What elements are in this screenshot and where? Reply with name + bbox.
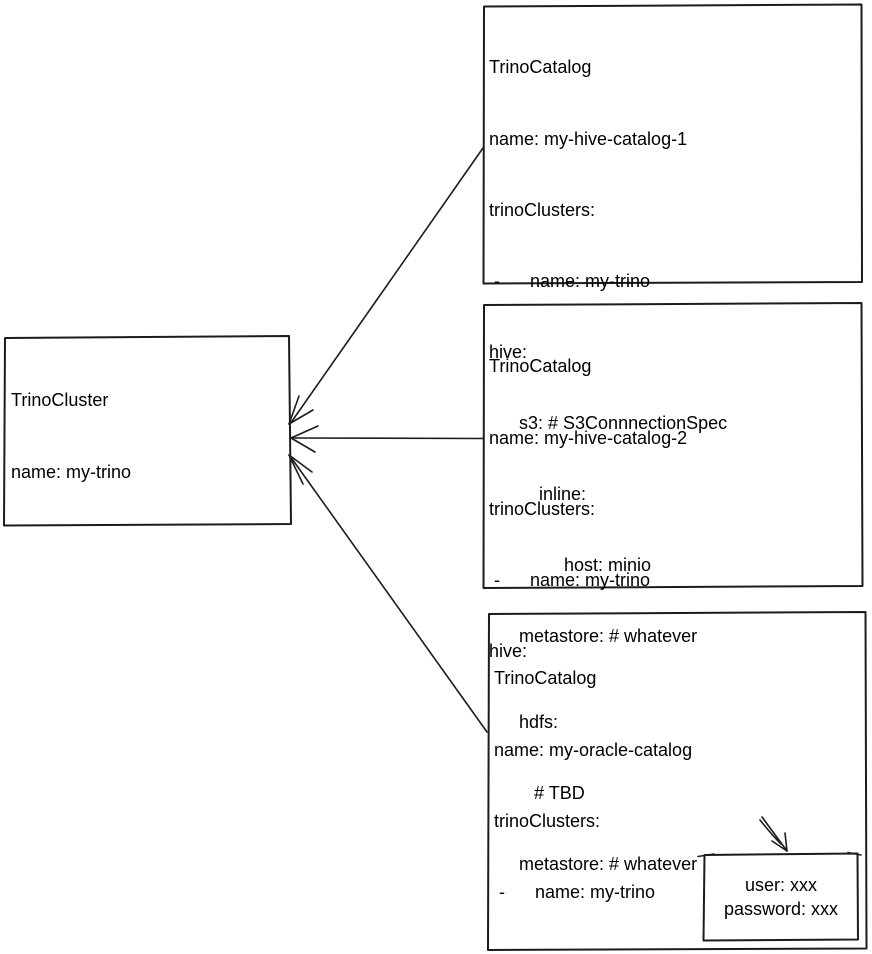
arrowhead-barb — [288, 409, 314, 425]
secret-pointer-arrow — [759, 816, 788, 852]
sketch-overshoot-tick — [847, 851, 862, 856]
connector-line — [289, 455, 488, 733]
credentials-secret-box-outline — [702, 852, 859, 942]
secret-user-line: user: xxx — [744, 875, 818, 895]
trino-cluster-box: TrinoCluster name: my-trino — [11, 342, 131, 532]
yaml-line: name: my-hive-catalog-2 — [489, 427, 688, 448]
connector-line — [291, 437, 484, 440]
yaml-line: - name: my-trino — [489, 270, 651, 291]
yaml-line: hive: — [489, 640, 528, 661]
connector-oracle-to-cluster-arrow — [288, 454, 488, 733]
arrowhead-barb — [288, 395, 300, 425]
yaml-line: hdfs: — [489, 711, 559, 732]
arrowhead-barb — [288, 454, 304, 485]
box-title-line: TrinoCatalog — [494, 668, 597, 689]
box-title-line: TrinoCluster — [11, 390, 109, 411]
trino-catalog-2-box-outline — [482, 302, 864, 589]
yaml-line: inline: — [489, 484, 587, 505]
secret-password-line: password: xxx — [723, 899, 839, 919]
yaml-line: s3: # S3ConnnectionSpec — [489, 412, 728, 433]
sketch-double-stroke — [759, 819, 782, 845]
yaml-line: trinoClusters: — [489, 199, 596, 220]
connector-line — [761, 816, 788, 852]
trino-catalog-oracle-box: TrinoCatalog name: my-oracle-catalog tri… — [494, 620, 818, 954]
yaml-line: oracle: — [494, 952, 818, 954]
sketch-overshoot-tick — [697, 853, 715, 858]
yaml-line: name: my-hive-catalog-1 — [489, 128, 688, 149]
arrowhead-barb — [288, 454, 313, 473]
trino-cluster-box-outline — [3, 335, 292, 527]
box-title-line: TrinoCatalog — [489, 356, 592, 377]
yaml-line: host: minio — [489, 555, 652, 576]
box-title-line: TrinoCatalog — [489, 57, 592, 78]
arrowhead-barb — [784, 832, 788, 852]
yaml-line: - name: my-trino — [494, 881, 656, 902]
yaml-line: # TBD — [489, 783, 585, 804]
arrowhead-barb — [771, 840, 788, 852]
yaml-line: metastore: # whatever — [489, 854, 698, 875]
yaml-line: metastore: # whatever — [489, 626, 698, 647]
yaml-line: trinoClusters: — [494, 810, 601, 831]
yaml-line: name: my-trino — [11, 461, 132, 482]
connector-catalog1-to-cluster-arrow — [288, 147, 484, 425]
connector-catalog2-to-cluster-arrow — [290, 425, 484, 453]
yaml-line: trinoClusters: — [489, 498, 596, 519]
yaml-line: hive: — [489, 341, 528, 362]
arrowhead-barb — [290, 425, 319, 439]
yaml-line: name: my-oracle-catalog — [494, 739, 693, 760]
arrowhead-barb — [290, 437, 316, 453]
trino-catalog-1-box-outline — [482, 3, 863, 285]
trino-catalog-1-box: TrinoCatalog name: my-hive-catalog-1 tri… — [489, 9, 727, 696]
credentials-secret-box: user: xxx password: xxx — [704, 854, 858, 940]
connector-line — [289, 147, 484, 425]
trino-catalog-2-box: TrinoCatalog name: my-hive-catalog-2 tri… — [489, 308, 697, 924]
yaml-line: - name: my-trino — [489, 569, 651, 590]
